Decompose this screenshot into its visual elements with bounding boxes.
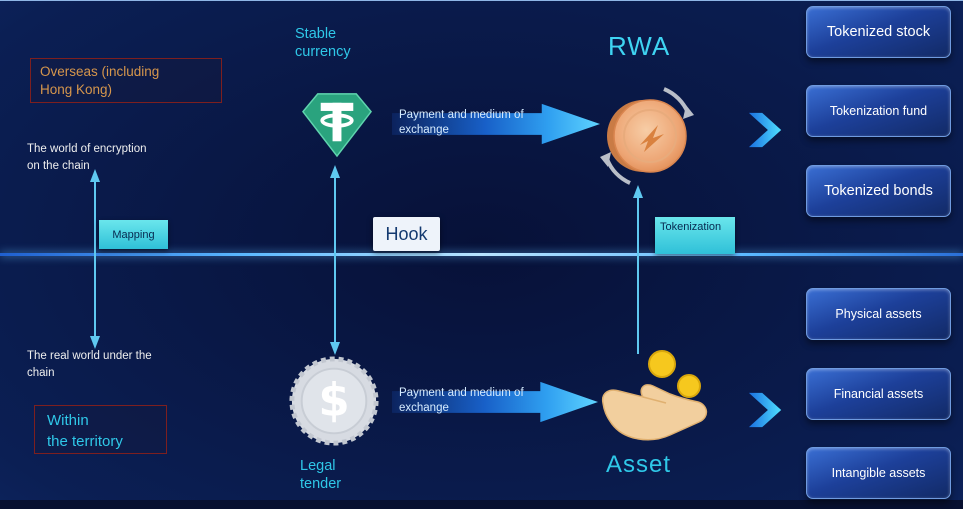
bottom-strip: [0, 500, 963, 509]
overseas-label-box: Overseas (including Hong Kong): [30, 58, 222, 103]
panel-box-financial-assets: Financial assets: [806, 368, 951, 420]
real-world-label: The real world under the chain: [27, 350, 152, 380]
panel-box-tokenized-stock: Tokenized stock: [806, 6, 951, 58]
dollar-sign-glyph: $: [318, 374, 349, 427]
dollar-coin-icon: $: [287, 354, 381, 453]
chain-divider-line: [0, 253, 963, 256]
payment-arrow-bottom-label: Payment and medium of exchange: [399, 387, 524, 414]
panel-box-tokenized-bonds: Tokenized bonds: [806, 165, 951, 217]
tokenization-vertical-arrow: [633, 185, 643, 354]
chevron-right-icon-top: [748, 112, 782, 148]
tokenization-tag: Tokenization: [655, 217, 735, 254]
asset-title: Asset: [606, 451, 672, 478]
rwa-coin-icon: [598, 79, 698, 194]
chevron-right-icon-bottom: [748, 392, 782, 428]
payment-arrow-top-label: Payment and medium of exchange: [399, 109, 524, 136]
tether-stablecoin-icon: [300, 89, 374, 166]
stable-currency-label: Stable currency: [295, 26, 351, 61]
hook-tag: Hook: [373, 217, 440, 251]
within-territory-box: Within the territory: [34, 405, 167, 454]
panel-box-physical-assets: Physical assets: [806, 288, 951, 340]
legal-tender-label: Legal tender: [300, 458, 342, 493]
panel-box-intangible-assets: Intangible assets: [806, 447, 951, 499]
mapping-tag: Mapping: [99, 220, 168, 249]
mapping-vertical-arrow: [90, 169, 100, 349]
hand-with-coins-icon: [598, 347, 710, 450]
panel-box-tokenization-fund: Tokenization fund: [806, 85, 951, 137]
rwa-title: RWA: [608, 31, 671, 61]
hook-vertical-arrow: [330, 165, 340, 355]
on-chain-world-label: The world of encryption on the chain: [27, 143, 147, 173]
